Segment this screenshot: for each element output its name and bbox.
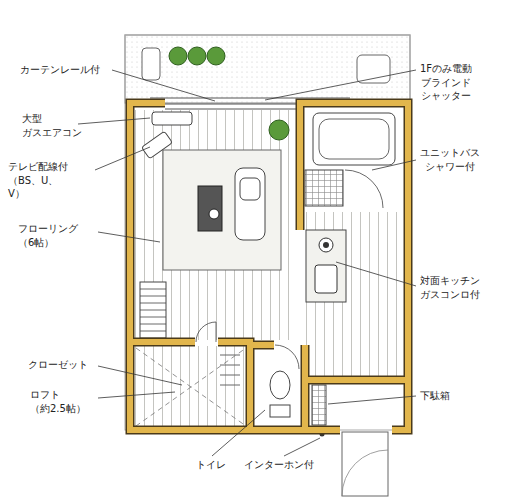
callout-label: クローゼット (28, 358, 88, 372)
callout-label: 1Fのみ電動 ブラインド シャッター (420, 62, 472, 103)
callout-label: 対面キッチン ガスコンロ付 (420, 274, 480, 301)
callout-label: インターホン付 (244, 458, 314, 472)
callout-label: ユニットバス シャワー付 (420, 146, 480, 173)
callout-label: トイレ (196, 458, 226, 472)
callout-label: 下駄箱 (420, 389, 450, 403)
callout-label: 大型 ガスエアコン (22, 112, 82, 139)
callout-label: フローリング （6帖） (18, 222, 78, 249)
callout-label: カーテンレール付 (20, 63, 100, 77)
callout-label: テレビ配線付 （BS、U、V） (8, 160, 68, 201)
callout-label: ロフト （約2.5帖） (30, 388, 86, 415)
